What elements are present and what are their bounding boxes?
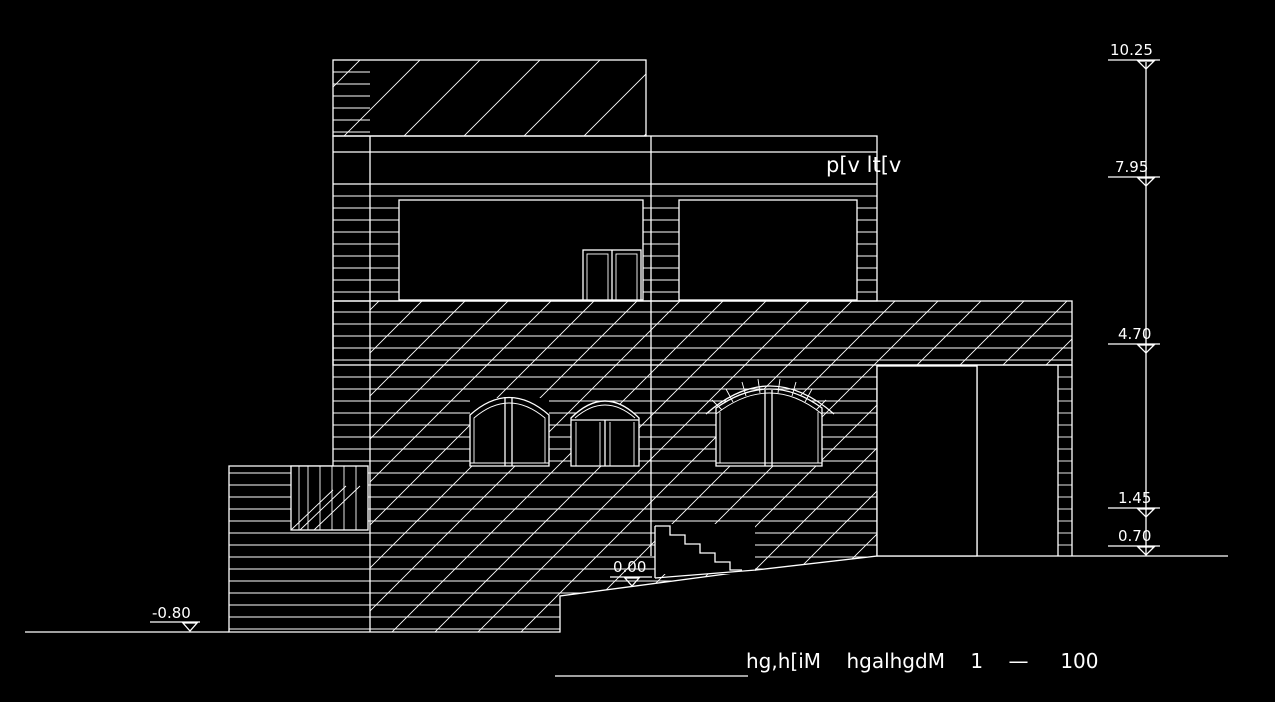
hatch-line <box>180 0 420 180</box>
hatch-line <box>882 301 1072 632</box>
level-label: 1.45 <box>1118 489 1151 507</box>
hatch-line <box>523 60 601 136</box>
hatch-line <box>343 60 421 136</box>
level-label: -0.80 <box>152 604 191 622</box>
building-outline <box>25 59 1228 633</box>
level-marker-0-70: 0.70 <box>1108 527 1160 556</box>
lower-window <box>290 465 369 531</box>
hatch-line <box>463 60 541 136</box>
hatch-line <box>538 301 1072 632</box>
level-markers: 10.25 7.95 4.70 1.45 0.70 0.00 <box>150 41 1160 632</box>
hatch-line <box>333 60 361 88</box>
hatch-line <box>624 301 1072 632</box>
hatch-line <box>968 301 1072 632</box>
hatch-line <box>667 301 1072 632</box>
hatch-line <box>370 301 1039 632</box>
level-label: 0.70 <box>1118 527 1151 545</box>
hatch-line <box>370 301 996 632</box>
hatch-line <box>452 301 1072 632</box>
level-marker-0-00: 0.00 <box>610 558 652 587</box>
hatch-line <box>796 301 1072 632</box>
hatch-line <box>581 301 1072 632</box>
hatch-line <box>839 301 1072 632</box>
terrace-openings <box>398 199 858 301</box>
hatch-line <box>925 301 1072 632</box>
hatch-line <box>583 73 646 136</box>
hatch-line <box>643 133 646 136</box>
hatch-line <box>370 301 953 632</box>
title-text: hg,h[iM hgalhgdM 1 — 100 <box>746 649 1099 673</box>
drawing-title: hg,h[iM hgalhgdM 1 — 100 <box>555 649 1099 677</box>
hatch-line <box>370 301 1072 632</box>
hatch-line <box>403 60 481 136</box>
room-label: p[v lt[v <box>826 153 901 177</box>
level-label: 0.00 <box>613 558 646 576</box>
level-marker-4-70: 4.70 <box>1108 325 1160 354</box>
front-door <box>876 365 978 557</box>
level-label: 7.95 <box>1115 158 1148 176</box>
hatch-line <box>960 0 1200 180</box>
level-marker-1-45: 1.45 <box>1108 489 1160 518</box>
hatch-line <box>710 301 1072 632</box>
hatch-line <box>753 301 1072 632</box>
level-marker-10-25: 10.25 <box>1108 41 1160 70</box>
arched-window-right <box>705 378 835 467</box>
stair <box>654 524 757 579</box>
arched-window-left <box>469 396 550 467</box>
level-marker-minus-0-80: -0.80 <box>150 604 200 632</box>
hatch-line <box>495 301 1072 632</box>
hatch-line <box>370 301 867 632</box>
level-label: 4.70 <box>1118 325 1151 343</box>
arched-door-center <box>570 400 640 467</box>
hatch-line <box>409 301 1072 632</box>
hatch-line <box>1054 301 1072 632</box>
hatch-line <box>370 301 781 632</box>
level-label: 10.25 <box>1110 41 1153 59</box>
level-marker-7-95: 7.95 <box>1108 158 1160 187</box>
hatch-line <box>900 0 1140 180</box>
hatch-line <box>370 301 1072 632</box>
hatch-line <box>370 301 1072 632</box>
hatch-line <box>370 301 824 632</box>
hatch-line <box>1098 0 1275 700</box>
